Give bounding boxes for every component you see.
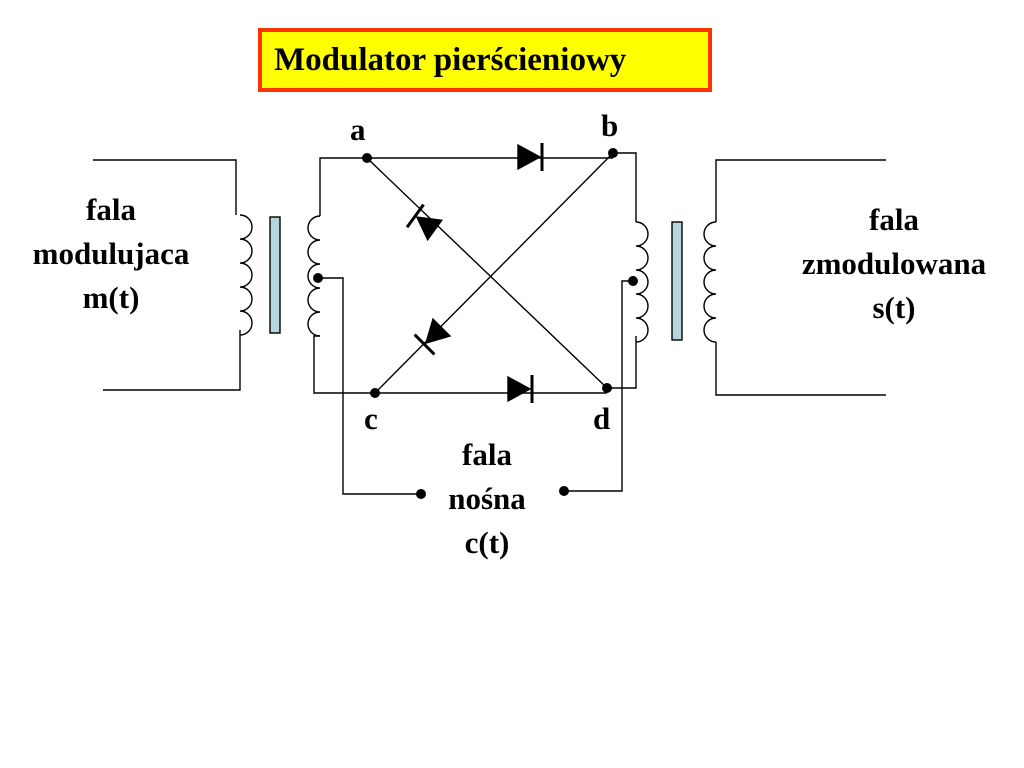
node-d-label: d (593, 401, 611, 436)
wire-sec-top-to-a (319, 157, 367, 216)
node-d-dot (602, 383, 612, 393)
node-a-label: a (350, 112, 366, 147)
output-label-line-2: zmodulowana (801, 246, 987, 281)
diode-b-c (413, 317, 452, 356)
output-bottom-lead (715, 342, 886, 396)
primary-bottom-lead (103, 330, 241, 391)
left-transformer (93, 159, 323, 391)
node-c-dot (370, 388, 380, 398)
output-label-line-1: fala (869, 202, 919, 237)
carrier-terminal-left (416, 489, 426, 499)
title-box: Modulator pierścieniowy (258, 28, 712, 92)
input-label-line-1: fala (86, 192, 136, 227)
input-label-line-3: m(t) (82, 280, 140, 315)
diode-a-b (517, 143, 544, 171)
primary-top-lead (93, 159, 237, 215)
output-signal-label: fala zmodulowana s(t) (774, 198, 1014, 330)
wire-sec-bottom-to-c (313, 335, 375, 394)
carrier-left-wire (318, 277, 421, 495)
title: Modulator pierścieniowy (274, 41, 627, 78)
output-coil (703, 221, 717, 343)
carrier-signal-label: fala nośna c(t) (412, 433, 562, 565)
output-label-line-3: s(t) (872, 290, 916, 325)
wire-d-to-out-coil (607, 336, 637, 389)
right-core (671, 221, 683, 341)
input-coil (635, 221, 649, 343)
wire-b-c (374, 152, 614, 394)
diode-c-d (507, 375, 534, 403)
input-signal-label: fala modulujaca m(t) (8, 188, 214, 320)
node-c-label: c (364, 401, 378, 436)
carrier-terminal-right (559, 486, 569, 496)
node-a-dot (362, 153, 372, 163)
secondary-coil (307, 215, 321, 337)
output-top-lead (715, 159, 886, 222)
diode-a-d (405, 203, 444, 242)
input-label-line-2: modulujaca (32, 236, 190, 271)
node-b-label: b (601, 108, 619, 143)
carrier-label-line-3: c(t) (464, 525, 510, 560)
node-b-dot (608, 148, 618, 158)
carrier-right-wire (564, 280, 633, 492)
primary-coil (239, 214, 253, 336)
carrier-label-line-2: nośna (448, 481, 526, 516)
wire-b-to-out-coil (613, 152, 637, 222)
wire-a-d (366, 157, 608, 389)
carrier-label-line-1: fala (462, 437, 512, 472)
left-core (269, 216, 281, 334)
